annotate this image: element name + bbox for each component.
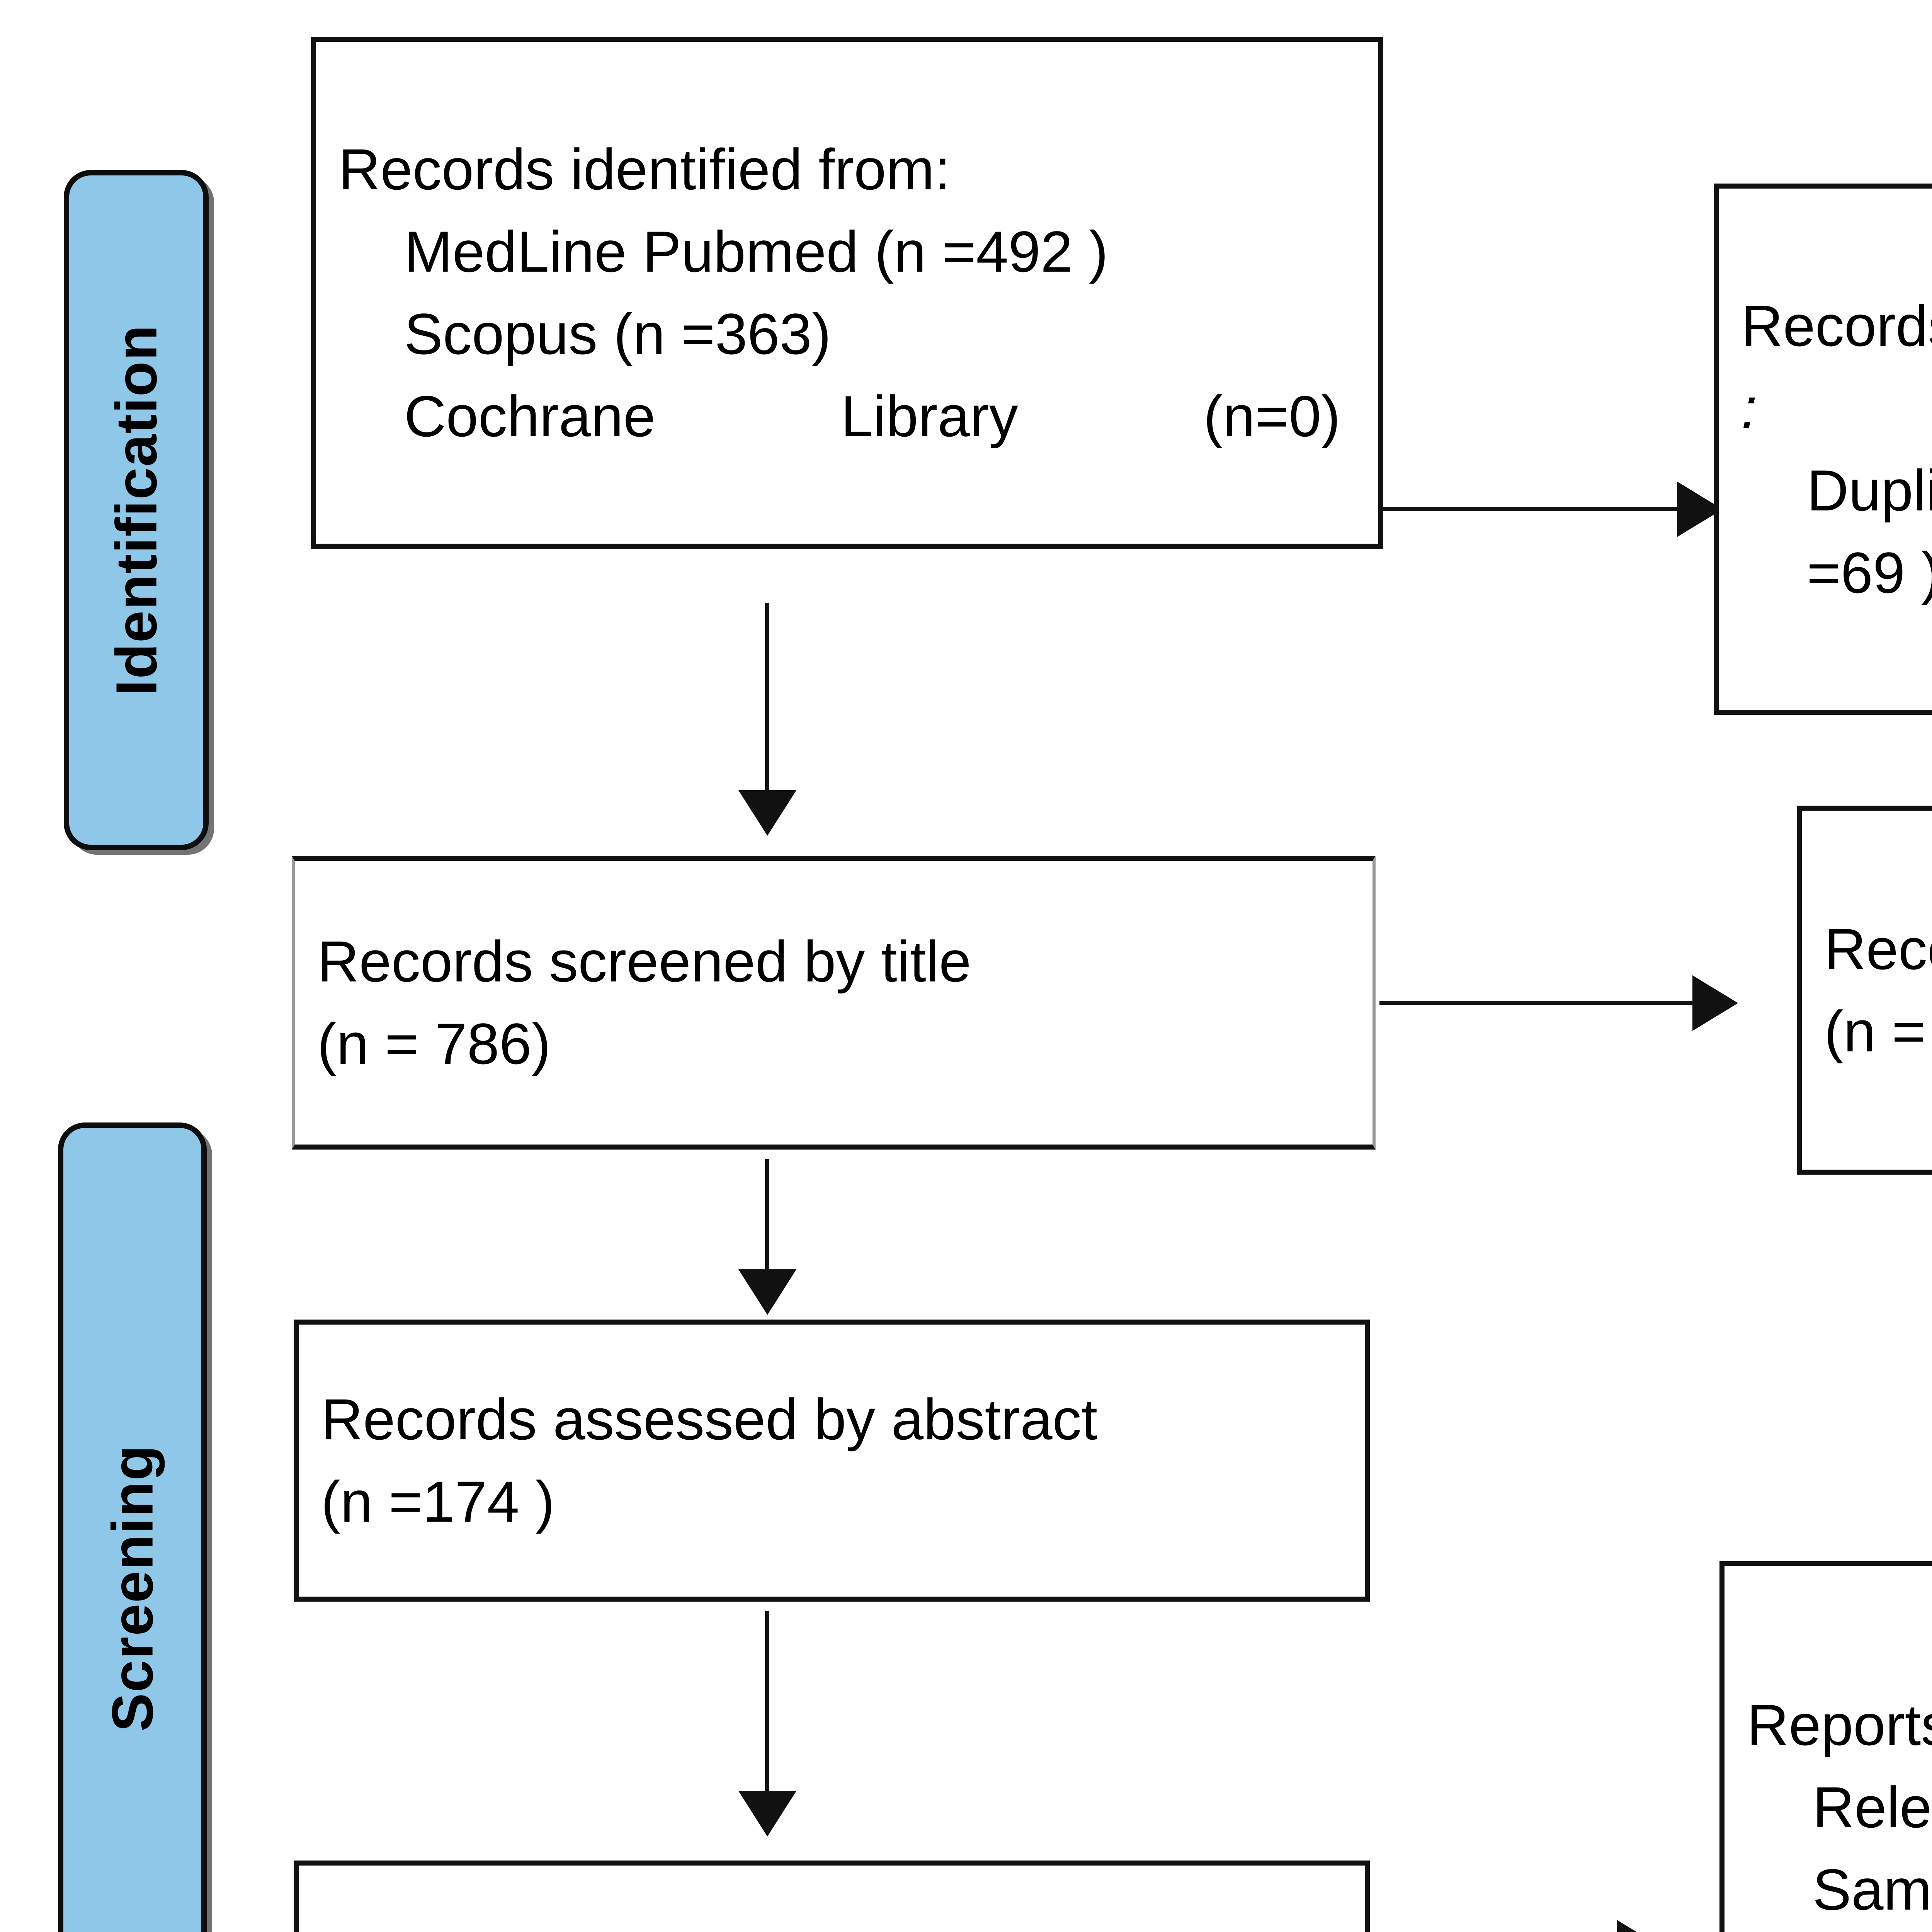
records-removed-colon: : <box>1741 375 1757 440</box>
source-line-medline: MedLine Pubmed (n =492 ) <box>404 219 1108 284</box>
box-records-excluded: Records excluded (n = 612) <box>1797 806 1932 1175</box>
records-removed-heading-plain: Records removed <box>1741 293 1932 358</box>
assessed-abstract-label: Records assessed by abstract <box>321 1387 1098 1452</box>
connector-screened-to-excluded <box>1379 1001 1708 1005</box>
box-records-assessed-fulltext: Records assessed (full text) (n =63) <box>294 1861 1370 1932</box>
duplicate-records-line: Duplicate records removed (n <box>1807 457 1932 523</box>
records-screened-label: Records screened by title <box>317 929 971 994</box>
records-excluded-count: (n = 612) <box>1824 998 1932 1064</box>
reason-line-relevance: Relevance (n = 17) <box>1813 1774 1932 1840</box>
connector-identified-to-screened-arrowhead <box>738 790 796 836</box>
connector-identified-to-screened <box>765 603 769 796</box>
records-screened-count: (n = 786) <box>317 1011 551 1076</box>
box-records-removed-before-screening: Records removed before screening : Dupli… <box>1714 184 1932 715</box>
source-line-cochrane: Cochrane Library (n=0) <box>404 383 1340 449</box>
source-line-scopus: Scopus (n =363) <box>404 301 831 366</box>
records-removed-heading-colon-line: : <box>1741 367 1932 449</box>
connector-screened-to-abstract <box>765 1159 769 1275</box>
assessed-abstract-body: Records assessed by abstract (n =174 ) <box>299 1378 1365 1543</box>
duplicate-records-count-line: =69 ) <box>1807 540 1932 605</box>
assessed-fulltext-body: Records assessed (full text) (n =63) <box>299 1922 1365 1932</box>
connector-identified-to-removed <box>1383 507 1692 511</box>
assessed-fulltext-label: Records assessed (full text) <box>321 1922 1342 1932</box>
box-reports-excluded: Reports excluded: n=44 Relevance (n = 17… <box>1719 1561 1932 1932</box>
box-records-identified: Records identified from: MedLine Pubmed … <box>311 37 1383 549</box>
records-excluded-label: Records excluded <box>1824 916 1932 981</box>
stage-tab-screening: Screening <box>58 1122 207 1932</box>
connector-abstract-to-fulltext <box>765 1611 769 1797</box>
records-identified-heading: Records identified from: <box>338 136 951 202</box>
records-excluded-body: Records excluded (n = 612) <box>1802 908 1932 1073</box>
connector-abstract-to-fulltext-arrowhead <box>738 1791 796 1837</box>
stage-label-identification: Identification <box>104 324 169 696</box>
box-records-screened-by-title: Records screened by title (n = 786) <box>292 856 1376 1150</box>
records-removed-heading: Records removed before screening <box>1741 285 1932 367</box>
box-records-assessed-by-abstract: Records assessed by abstract (n =174 ) <box>294 1320 1370 1602</box>
reason-line-unspecified-diabetes: Unspecified type of Diabetes <box>1747 1931 1932 1932</box>
connector-screened-to-excluded-arrowhead <box>1692 975 1738 1031</box>
assessed-abstract-count: (n =174 ) <box>321 1469 555 1534</box>
reports-excluded-heading: Reports excluded: n=44 <box>1747 1692 1932 1757</box>
connector-screened-to-abstract-arrowhead <box>738 1269 796 1315</box>
reason-line-sample-selection: Sample selection (n=21) <box>1813 1857 1932 1922</box>
records-screened-body: Records screened by title (n = 786) <box>295 920 1372 1085</box>
reports-excluded-body: Reports excluded: n=44 Relevance (n = 17… <box>1725 1684 1932 1932</box>
records-removed-body: Records removed before screening : Dupli… <box>1719 285 1932 614</box>
connector-fulltext-to-reports-excluded-arrowhead <box>1617 1920 1663 1932</box>
stage-tab-identification: Identification <box>64 170 209 850</box>
stage-label-screening: Screening <box>100 1444 165 1732</box>
records-identified-body: Records identified from: MedLine Pubmed … <box>316 128 1378 457</box>
